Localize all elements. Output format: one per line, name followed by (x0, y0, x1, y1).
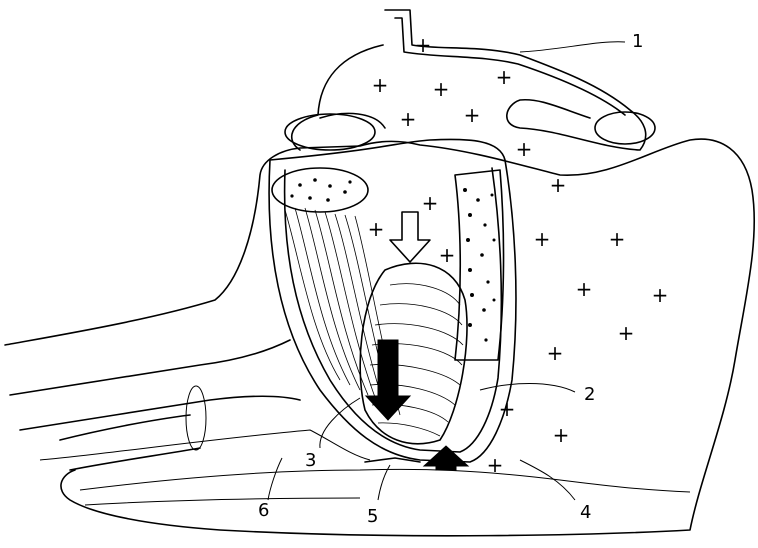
bone-head-dots (290, 178, 351, 202)
lower-bone-lower (20, 396, 300, 430)
plus-marker: + (652, 283, 669, 307)
plus-marker: + (576, 277, 593, 301)
callout-line-5 (378, 465, 390, 500)
capsule-cavity (292, 18, 625, 150)
plus-marker: + (553, 423, 570, 447)
plus-marker: + (368, 217, 385, 241)
solid-down-arrow (366, 340, 410, 420)
plus-marker: + (372, 73, 389, 97)
lower-bone-upper (10, 340, 290, 395)
open-down-arrow (390, 212, 430, 262)
tendon-oval-right (595, 112, 655, 144)
callout-line-4 (520, 460, 575, 500)
label-4: 4 (580, 502, 591, 523)
label-6: 6 (258, 500, 269, 521)
plus-marker: + (433, 77, 450, 101)
plus-marker: + (415, 33, 432, 57)
callout-line-6 (268, 458, 282, 500)
label-1: 1 (632, 31, 643, 52)
label-5: 5 (367, 506, 378, 527)
lower-tube-top (60, 415, 190, 440)
callout-line-1 (520, 42, 625, 52)
bone-head (272, 168, 368, 212)
label-2: 2 (584, 384, 595, 405)
plus-marker: + (516, 137, 533, 161)
plus-marker: + (487, 453, 504, 477)
plus-marker: + (422, 191, 439, 215)
trabecular-dots (463, 188, 496, 342)
tendon-oval-left (285, 114, 375, 150)
plus-marker: + (439, 243, 456, 267)
plus-marker: + (609, 227, 626, 251)
plus-marker: + (400, 107, 417, 131)
upper-capsule (385, 10, 646, 150)
plus-marker: + (547, 341, 564, 365)
label-3: 3 (305, 450, 316, 471)
plus-marker: + (499, 397, 516, 421)
plus-marker: + (534, 227, 551, 251)
lower-tube-end (186, 386, 206, 450)
lower-tube-bottom (70, 448, 200, 470)
plus-marker: + (464, 103, 481, 127)
meniscus-body (360, 263, 467, 444)
callout-line-2 (480, 384, 575, 393)
callout-line-3 (320, 398, 360, 448)
limb-contour-c (85, 498, 360, 505)
plus-marker: + (496, 65, 513, 89)
outer-tissue-outline (5, 139, 754, 536)
plus-marker: + (618, 321, 635, 345)
plus-marker: + (550, 173, 567, 197)
limb-contour-b (80, 469, 690, 492)
solid-up-arrow (424, 446, 468, 470)
